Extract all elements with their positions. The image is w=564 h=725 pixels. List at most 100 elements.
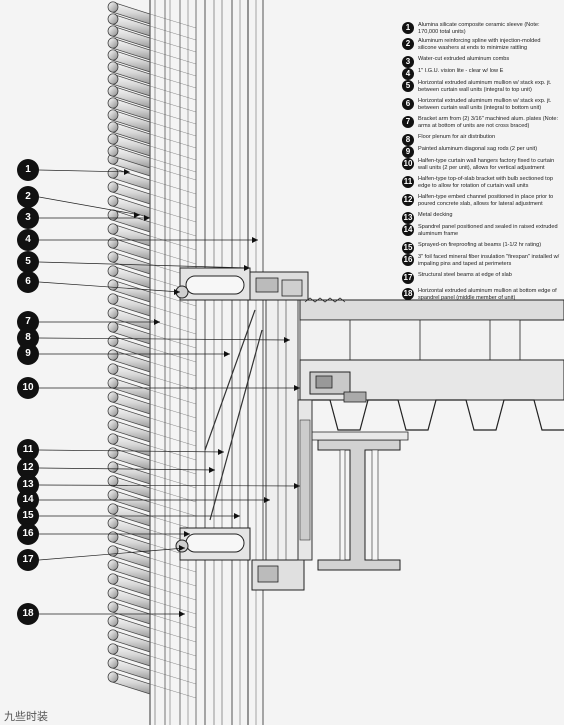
ceramic-sleeve <box>107 671 151 695</box>
ceramic-sleeve <box>107 559 151 583</box>
leader-arrowhead <box>184 531 190 537</box>
ceramic-sleeve <box>107 573 151 597</box>
legend-text: Alumina silicate composite ceramic sleev… <box>418 22 540 35</box>
comb-strut <box>149 157 197 173</box>
leader-line <box>38 467 216 471</box>
legend-text: 3" foil faced mineral fiber insulation "… <box>418 254 560 267</box>
legend-number: 2 <box>402 38 414 50</box>
comb-strut <box>149 97 197 113</box>
vertical-mullions <box>149 0 264 725</box>
leader-arrowhead <box>209 467 215 473</box>
leader-arrowhead <box>179 611 185 617</box>
leader-arrowhead <box>174 289 180 295</box>
legend-number: 12 <box>402 194 414 206</box>
comb-strut <box>149 85 197 101</box>
comb-strut <box>149 133 197 149</box>
comb-strut <box>149 571 197 587</box>
ceramic-sleeve-array <box>107 153 197 699</box>
comb-strut <box>149 641 197 657</box>
comb-strut <box>149 37 197 53</box>
leader-arrowhead <box>234 513 240 519</box>
legend-text: Horizontal extruded aluminum mullion at … <box>418 288 557 301</box>
callout-marker: 2 <box>17 186 39 208</box>
ceramic-sleeve <box>107 307 151 331</box>
comb-strut <box>149 333 197 349</box>
comb-strut <box>149 431 197 447</box>
leader-line <box>38 169 131 173</box>
ceramic-sleeve <box>107 85 151 109</box>
callout-marker: 1 <box>17 159 39 181</box>
leader-arrowhead <box>264 497 270 503</box>
comb-strut <box>149 179 197 195</box>
leader-line <box>38 261 251 269</box>
floor-slab <box>299 297 564 431</box>
comb-strut <box>149 557 197 573</box>
comb-strut <box>149 347 197 363</box>
ceramic-sleeve <box>107 545 151 569</box>
legend-text: Halfen-type embed channel positioned in … <box>418 194 554 207</box>
comb-strut <box>149 403 197 419</box>
comb-strut <box>149 585 197 601</box>
ceramic-sleeve <box>107 349 151 373</box>
legend-number: 11 <box>402 176 414 188</box>
callout-marker: 6 <box>17 271 39 293</box>
comb-strut <box>149 221 197 237</box>
leader-line <box>38 547 186 561</box>
steel-beam <box>309 431 409 571</box>
watermark: 九些时装 <box>4 711 48 723</box>
comb-strut <box>149 145 197 161</box>
ceramic-sleeve <box>107 447 151 471</box>
callout-marker: 10 <box>17 377 39 399</box>
legend-number: 1 <box>402 22 414 34</box>
legend-text: Water-cut extruded aluminum combs <box>418 56 510 62</box>
callout-marker: 4 <box>17 229 39 251</box>
legend-number: 14 <box>402 224 414 236</box>
comb-strut <box>149 193 197 209</box>
legend-text: Painted aluminum diagonal sag rods (2 pe… <box>418 146 538 152</box>
callout-marker: 18 <box>17 603 39 625</box>
stack-joint-bottom <box>175 527 305 591</box>
legend-text: Aluminum reinforcing spline with injecti… <box>418 38 541 51</box>
ceramic-sleeve <box>107 195 151 219</box>
comb-strut <box>149 613 197 629</box>
legend-text: Halfen-type curtain wall hangers factory… <box>418 158 555 171</box>
leader-arrowhead <box>294 483 300 489</box>
leader-arrowhead <box>154 319 160 325</box>
comb-strut <box>149 655 197 671</box>
leader-arrowhead <box>179 545 185 551</box>
comb-strut <box>149 627 197 643</box>
leader-line <box>38 281 181 293</box>
legend-number: 9 <box>402 146 414 158</box>
leader-arrowhead <box>144 215 150 221</box>
leader-arrows <box>124 169 300 617</box>
comb-strut <box>149 235 197 251</box>
comb-strut <box>149 249 197 265</box>
comb-strut <box>149 599 197 615</box>
legend-number: 4 <box>402 68 414 80</box>
comb-strut <box>149 305 197 321</box>
comb-strut <box>149 389 197 405</box>
callout-marker: 17 <box>17 549 39 571</box>
comb-strut <box>149 501 197 517</box>
leader-arrowhead <box>294 385 300 391</box>
comb-strut <box>149 13 197 29</box>
legend-text: Halfen-type top-of-slab bracket with bul… <box>418 176 553 189</box>
legend-number: 15 <box>402 242 414 254</box>
legend-text: Horizontal extruded aluminum mullion w/ … <box>418 98 552 111</box>
comb-strut <box>149 165 197 181</box>
callout-marker: 3 <box>17 207 39 229</box>
callout-marker: 12 <box>17 457 39 479</box>
leader-arrowhead <box>284 337 290 343</box>
comb-strut <box>149 73 197 89</box>
callout-marker: 16 <box>17 523 39 545</box>
comb-strut <box>149 459 197 475</box>
ceramic-sleeve <box>107 601 151 625</box>
ceramic-sleeve <box>107 517 151 541</box>
leader-line <box>38 196 141 216</box>
legend-text: Bracket arm from (2) 3/16" machined alum… <box>418 116 559 129</box>
leader-arrowhead <box>252 237 258 243</box>
comb-strut <box>149 109 197 125</box>
legend-text: Spandrel panel positioned and sealed in … <box>418 224 558 237</box>
callout-marker: 15 <box>17 505 39 527</box>
